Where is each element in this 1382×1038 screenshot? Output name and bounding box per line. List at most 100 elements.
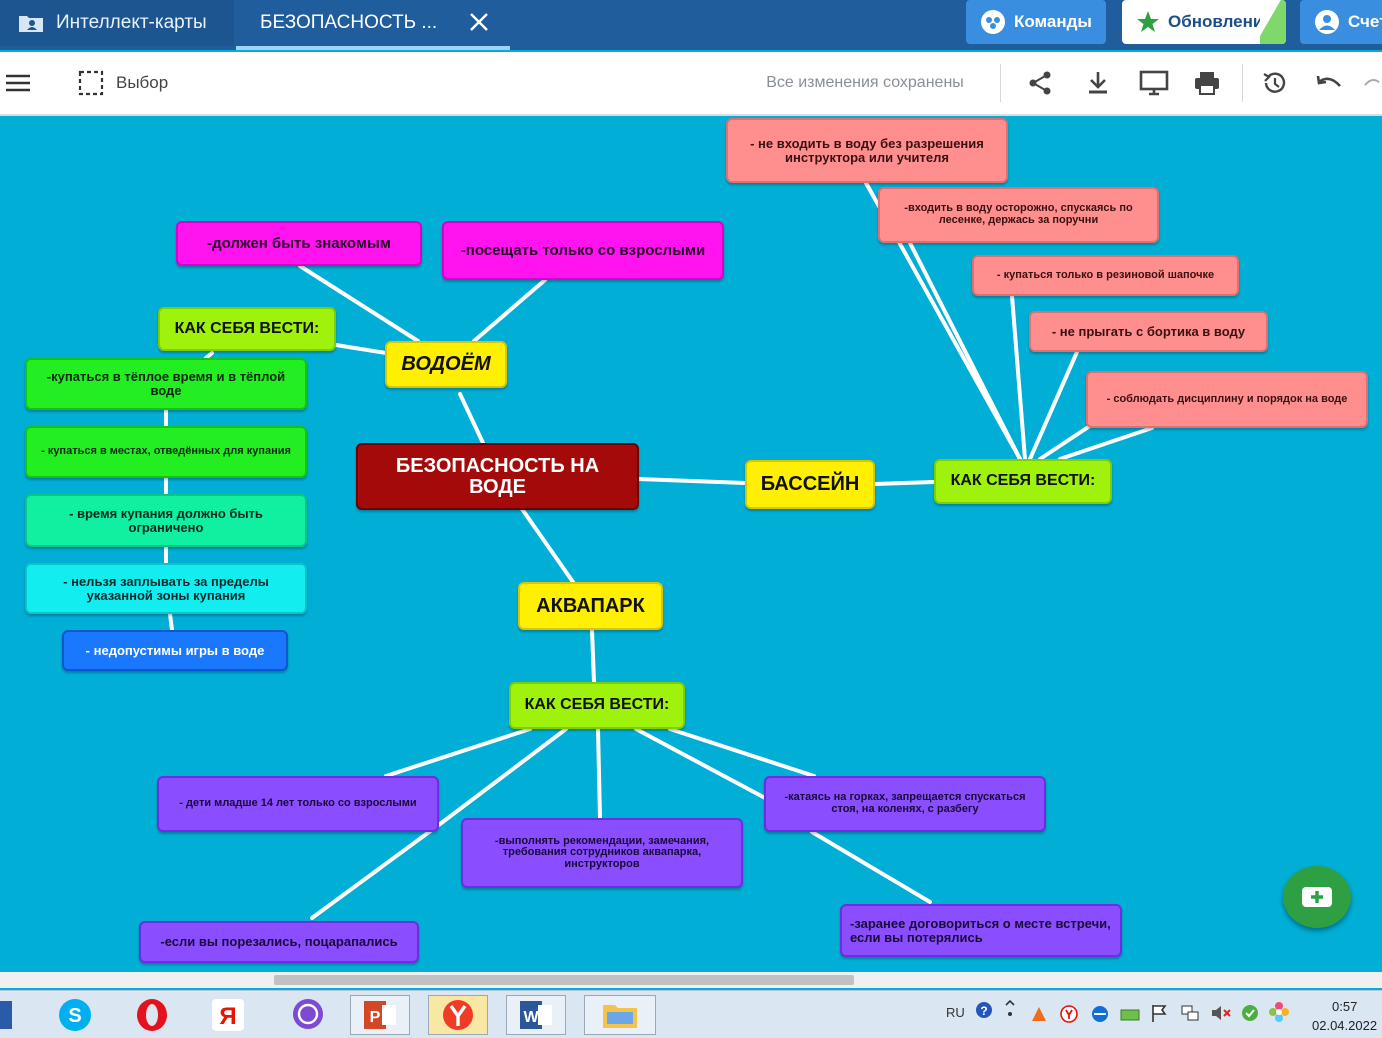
- vodoem-familiar-node[interactable]: -должен быть знакомым: [176, 221, 422, 266]
- avast-icon[interactable]: [1030, 1005, 1048, 1028]
- clock-date[interactable]: 02.04.2022: [1312, 1018, 1378, 1033]
- vodoem-rule-node[interactable]: - время купания должно быть ограничено: [25, 494, 307, 547]
- behave-node-vodoem[interactable]: КАК СЕБЯ ВЕСТИ:: [158, 307, 336, 351]
- action-center-flag-icon[interactable]: [1150, 1003, 1168, 1028]
- taskbar-app-partial[interactable]: [0, 995, 16, 1035]
- connector-line: [298, 264, 420, 343]
- account-icon: [1314, 9, 1340, 35]
- vodoem-rule-node[interactable]: - недопустимы игры в воде: [62, 630, 288, 671]
- opera-icon[interactable]: [122, 995, 182, 1035]
- mind-map-canvas[interactable]: БЕЗОПАСНОСТЬ НА ВОДЕ ВОДОЁМ БАССЕЙН АКВА…: [0, 116, 1382, 972]
- connector-line: [873, 480, 936, 486]
- teams-button[interactable]: Команды: [966, 0, 1106, 44]
- node-text: -купаться в тёплое время и в тёплой воде: [46, 369, 286, 398]
- root-node[interactable]: БЕЗОПАСНОСТЬ НА ВОДЕ: [356, 443, 639, 510]
- vodoem-rule-node[interactable]: - нельзя заплывать за пределы указанной …: [25, 563, 307, 614]
- connector-line: [472, 278, 547, 343]
- toolbar-divider: [1242, 64, 1243, 102]
- connector-line: [1058, 426, 1154, 461]
- akvapark-rule-node[interactable]: -если вы порезались, поцарапались: [139, 921, 419, 963]
- behave-node-bassein[interactable]: КАК СЕБЯ ВЕСТИ:: [934, 459, 1112, 504]
- connector-line: [634, 727, 782, 808]
- vodoem-rule-node[interactable]: - купаться в местах, отведённых для купа…: [25, 426, 307, 478]
- clock-time[interactable]: 0:57: [1332, 999, 1358, 1014]
- teamviewer-icon[interactable]: [1090, 1005, 1110, 1028]
- tab-mind-maps[interactable]: Интеллект-карты: [0, 0, 234, 46]
- branch-vodoem-text: ВОДОЁМ: [401, 353, 491, 375]
- node-text: -если вы порезались, поцарапались: [160, 934, 398, 950]
- yandex-tray-icon[interactable]: [1060, 1005, 1078, 1028]
- horizontal-scrollbar[interactable]: [0, 972, 1382, 988]
- root-node-text: БЕЗОПАСНОСТЬ НА ВОДЕ: [395, 454, 600, 498]
- yandex-browser-icon[interactable]: [428, 995, 488, 1035]
- plus-icon: [1301, 886, 1333, 908]
- word-icon[interactable]: W: [506, 995, 566, 1035]
- skype-icon[interactable]: S: [45, 995, 105, 1035]
- node-text: - купаться в местах, отведённых для купа…: [41, 445, 291, 458]
- save-status-text: Все изменения сохранены: [766, 74, 964, 91]
- akvapark-rule-node[interactable]: -заранее договориться о месте встречи, е…: [840, 904, 1122, 957]
- viber-icon[interactable]: [278, 995, 338, 1035]
- teams-label: Команды: [1014, 12, 1092, 31]
- app-topbar: Интеллект-карты БЕЗОПАСНОСТЬ ... Команды…: [0, 0, 1382, 50]
- editor-toolbar: Выбор Все изменения сохранены: [0, 52, 1382, 116]
- bassein-rule-node[interactable]: - соблюдать дисциплину и порядок на воде: [1086, 371, 1368, 428]
- print-icon[interactable]: [1190, 52, 1224, 114]
- node-text: -посещать только со взрослыми: [460, 241, 706, 259]
- connector-line: [1010, 294, 1027, 461]
- add-node-button[interactable]: [1283, 866, 1351, 928]
- tab-current-map[interactable]: БЕЗОПАСНОСТЬ ...: [236, 0, 510, 46]
- undo-icon[interactable]: [1312, 52, 1346, 114]
- language-indicator[interactable]: RU: [946, 1005, 965, 1020]
- powerpoint-icon[interactable]: P: [350, 995, 410, 1035]
- show-hidden-icons-icon[interactable]: [1004, 999, 1016, 1026]
- select-tool-button[interactable]: Выбор: [78, 52, 178, 114]
- help-icon[interactable]: ?: [975, 1001, 993, 1024]
- present-monitor-icon[interactable]: [1136, 52, 1172, 114]
- vodoem-rule-node[interactable]: -купаться в тёплое время и в тёплой воде: [25, 358, 307, 410]
- volume-muted-icon[interactable]: [1210, 1003, 1232, 1028]
- security-check-icon[interactable]: [1240, 1003, 1260, 1028]
- history-icon[interactable]: [1258, 52, 1292, 114]
- node-text: - дети младше 14 лет только со взрослыми: [179, 797, 417, 810]
- tab-mind-maps-label: Интеллект-карты: [56, 12, 207, 33]
- connector-line: [668, 727, 816, 778]
- update-button[interactable]: Обновление: [1122, 0, 1286, 44]
- connector-line: [438, 727, 568, 826]
- network-icon[interactable]: [1180, 1003, 1200, 1028]
- node-text: -входить в воду осторожно, спускаясь по …: [904, 202, 1133, 226]
- account-button[interactable]: Счет: [1300, 0, 1382, 44]
- connector-line: [204, 351, 214, 360]
- file-explorer-icon[interactable]: [584, 995, 656, 1035]
- branch-akvapark[interactable]: АКВАПАРК: [518, 582, 663, 630]
- branch-bassein[interactable]: БАССЕЙН: [745, 460, 875, 509]
- bassein-rule-node[interactable]: - купаться только в резиновой шапочке: [972, 255, 1239, 296]
- toolbar-divider: [1000, 64, 1001, 102]
- akvapark-rule-node[interactable]: - дети младше 14 лет только со взрослыми: [157, 776, 439, 832]
- akvapark-rule-node[interactable]: -катаясь на горках, запрещается спускать…: [764, 776, 1046, 832]
- select-tool-label: Выбор: [116, 73, 169, 92]
- bassein-rule-node[interactable]: - не входить в воду без разрешения инстр…: [726, 118, 1008, 183]
- menu-icon[interactable]: [4, 52, 32, 114]
- behave-node-text: КАК СЕБЯ ВЕСТИ:: [174, 319, 320, 337]
- branch-bassein-text: БАССЕЙН: [760, 473, 860, 495]
- flower-tray-icon[interactable]: [1268, 1001, 1290, 1028]
- download-icon[interactable]: [1082, 52, 1114, 114]
- scrollbar-thumb[interactable]: [274, 975, 854, 985]
- bassein-rule-node[interactable]: -входить в воду осторожно, спускаясь по …: [878, 187, 1159, 243]
- yandex-icon[interactable]: Я: [198, 995, 258, 1035]
- node-text: -катаясь на горках, запрещается спускать…: [784, 791, 1026, 815]
- behave-node-akvapark[interactable]: КАК СЕБЯ ВЕСТИ:: [509, 682, 685, 729]
- account-label: Счет: [1348, 12, 1382, 31]
- branch-akvapark-text: АКВАПАРК: [536, 594, 645, 617]
- share-icon[interactable]: [1024, 52, 1056, 114]
- close-icon[interactable]: [468, 11, 490, 33]
- battery-icon[interactable]: [1120, 1008, 1142, 1026]
- vodoem-adults-node[interactable]: -посещать только со взрослыми: [442, 221, 724, 280]
- bassein-rule-node[interactable]: - не прыгать с бортика в воду: [1029, 311, 1268, 352]
- redo-icon[interactable]: [1362, 52, 1382, 114]
- update-accent-stripe: [1260, 0, 1286, 44]
- branch-vodoem[interactable]: ВОДОЁМ: [385, 341, 507, 388]
- akvapark-rule-node[interactable]: -выполнять рекомендации, замечания, треб…: [461, 818, 743, 888]
- connector-line: [908, 241, 1022, 461]
